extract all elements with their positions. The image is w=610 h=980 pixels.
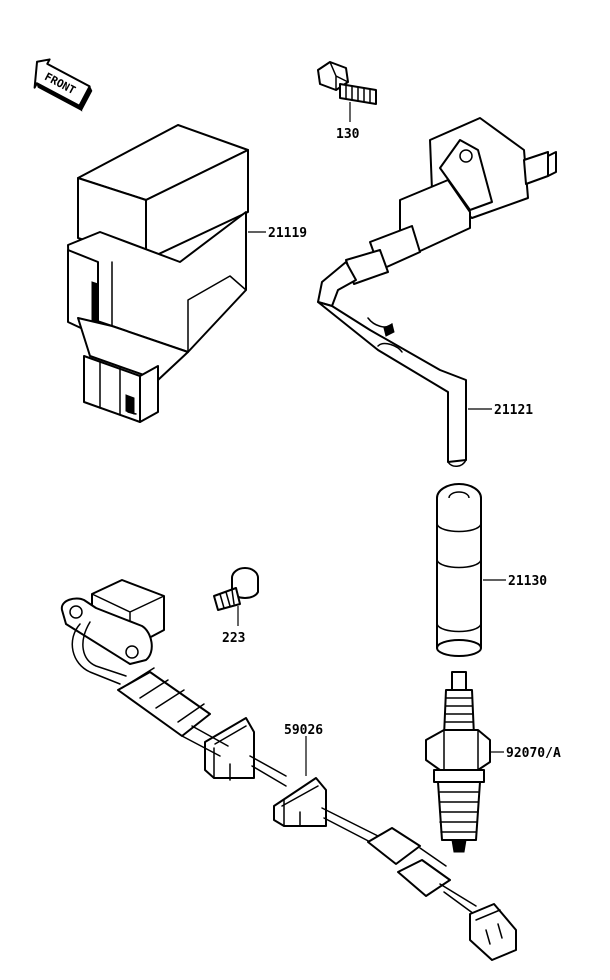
callout-59026: 59026 [284, 723, 323, 738]
front-arrow-icon: FRONT [33, 58, 93, 112]
spark-plug [425, 671, 504, 853]
callout-21121: 21121 [494, 403, 533, 418]
ignition-coil [317, 117, 557, 467]
pickup-coil-harness [60, 579, 517, 961]
bolt-130 [317, 61, 377, 122]
igniter-unit [67, 124, 266, 423]
callout-21130: 21130 [508, 574, 547, 589]
bolt-223 [213, 567, 259, 626]
callout-92070a: 92070/A [506, 746, 561, 761]
callout-130: 130 [336, 127, 360, 142]
callout-21119: 21119 [268, 226, 307, 241]
callout-labels: 130 21119 21121 21130 223 59026 92070/A [222, 127, 561, 761]
callout-223: 223 [222, 631, 245, 646]
plug-cap [436, 483, 506, 657]
